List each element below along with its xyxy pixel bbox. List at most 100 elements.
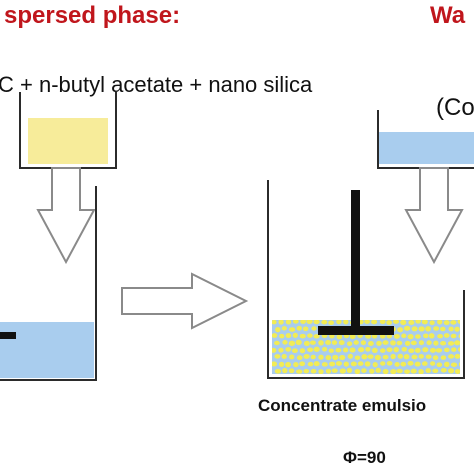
emulsion-droplet xyxy=(328,320,334,326)
emulsion-droplet xyxy=(386,320,392,325)
emulsion-droplet xyxy=(454,326,460,332)
emulsion-droplet xyxy=(443,333,450,338)
emulsion-droplet xyxy=(401,346,408,352)
emulsion-droplet xyxy=(458,334,460,339)
emulsion-droplet xyxy=(454,353,460,359)
emulsion-droplet xyxy=(365,346,371,352)
emulsion-droplet xyxy=(285,347,292,352)
emulsion-droplet xyxy=(318,340,324,346)
left-beaker-outline xyxy=(0,186,97,381)
emulsion-droplet xyxy=(309,340,316,345)
emulsion-droplet xyxy=(440,368,447,373)
emulsion-droplet xyxy=(339,355,346,361)
emulsion-droplet xyxy=(288,368,295,374)
emulsion-droplet xyxy=(444,361,450,367)
emulsion-droplet xyxy=(272,347,277,353)
emulsion-droplet xyxy=(307,347,314,353)
emulsion-droplet xyxy=(299,333,306,339)
emulsion-droplet xyxy=(321,320,328,325)
emulsion-droplet xyxy=(285,361,292,368)
emulsion-droplet xyxy=(422,347,429,353)
emulsion-droplet xyxy=(321,362,328,367)
emulsion-droplet xyxy=(423,333,429,339)
emulsion-droplet xyxy=(433,340,439,346)
emulsion-droplet xyxy=(285,333,292,339)
emulsion-droplet xyxy=(371,320,378,325)
emulsion-droplet xyxy=(437,333,444,339)
emulsion-droplet xyxy=(331,340,338,345)
emulsion-droplet xyxy=(364,320,370,324)
emulsion-droplet xyxy=(447,341,455,346)
emulsion-droplet xyxy=(310,368,317,374)
emulsion-droplet xyxy=(407,360,414,366)
emulsion-droplet xyxy=(429,361,436,366)
down-arrow-icon-right xyxy=(404,167,464,265)
emulsion-droplet xyxy=(343,361,349,367)
emulsion-droplet xyxy=(450,333,457,339)
emulsion-droplet xyxy=(289,354,295,360)
emulsion-droplet xyxy=(361,368,367,374)
emulsion-droplet xyxy=(318,369,324,374)
emulsion-droplet xyxy=(285,320,292,325)
emulsion-droplet xyxy=(386,360,393,366)
emulsion-droplet xyxy=(335,361,342,366)
emulsion-droplet xyxy=(382,340,389,345)
emulsion-droplet xyxy=(421,320,428,325)
emulsion-droplet xyxy=(313,320,320,325)
emulsion-droplet xyxy=(440,326,446,332)
emulsion-droplet xyxy=(325,339,332,346)
emulsion-droplet xyxy=(354,355,361,360)
left-beaker-water xyxy=(0,322,94,378)
emulsion-droplet xyxy=(374,354,381,361)
oil-phase-liquid xyxy=(28,118,108,164)
emulsion-droplet xyxy=(404,369,411,374)
emulsion-droplet xyxy=(437,320,443,325)
emulsion-droplet xyxy=(372,361,378,368)
emulsion-droplet xyxy=(306,320,313,324)
emulsion-droplet xyxy=(454,340,460,346)
emulsion-droplet xyxy=(415,320,421,324)
emulsion-droplet xyxy=(295,339,302,345)
emulsion-droplet xyxy=(371,347,378,353)
emulsion-droplet xyxy=(418,340,424,346)
left-stirrer-blade xyxy=(0,332,16,339)
emulsion-droplet xyxy=(274,368,282,374)
water-phase-title: Wa xyxy=(430,2,466,29)
emulsion-droplet xyxy=(436,362,443,367)
emulsion-droplet xyxy=(440,341,447,346)
left-mixing-beaker xyxy=(0,186,97,381)
emulsion-droplet xyxy=(313,334,320,339)
emulsion-droplet xyxy=(368,341,374,346)
emulsion-droplet xyxy=(448,354,455,359)
emulsion-droplet xyxy=(421,361,428,366)
emulsion-droplet xyxy=(336,320,342,325)
emulsion-droplet xyxy=(296,325,302,331)
emulsion-droplet xyxy=(339,368,346,374)
emulsion-droplet xyxy=(394,362,400,367)
emulsion-droplet xyxy=(347,353,353,359)
emulsion-droplet xyxy=(299,361,306,367)
emulsion-droplet xyxy=(274,354,281,359)
emulsion-droplet xyxy=(332,354,339,360)
emulsion-droplet xyxy=(379,333,386,339)
emulsion-droplet xyxy=(404,340,411,346)
emulsion-droplet xyxy=(331,368,338,373)
emulsion-droplet xyxy=(410,340,417,346)
emulsion-droplet xyxy=(303,354,310,359)
emulsion-droplet xyxy=(272,333,278,338)
emulsion-droplet xyxy=(415,334,421,339)
emulsion-droplet xyxy=(418,369,424,374)
emulsion-droplet xyxy=(328,348,334,353)
emulsion-droplet xyxy=(302,326,309,332)
emulsion-droplet xyxy=(401,333,407,339)
water-components-label: (Co xyxy=(436,94,474,121)
emulsion-droplet xyxy=(292,320,299,324)
emulsion-droplet xyxy=(335,347,342,353)
emulsion-droplet xyxy=(379,320,386,325)
emulsion-droplet xyxy=(411,354,418,360)
oil-components-label: C + n-butyl acetate + nano silica xyxy=(0,72,313,97)
emulsion-droplet xyxy=(376,340,382,346)
emulsion-droplet xyxy=(443,347,450,353)
emulsion-droplet xyxy=(291,348,298,354)
emulsion-droplet xyxy=(338,340,345,346)
